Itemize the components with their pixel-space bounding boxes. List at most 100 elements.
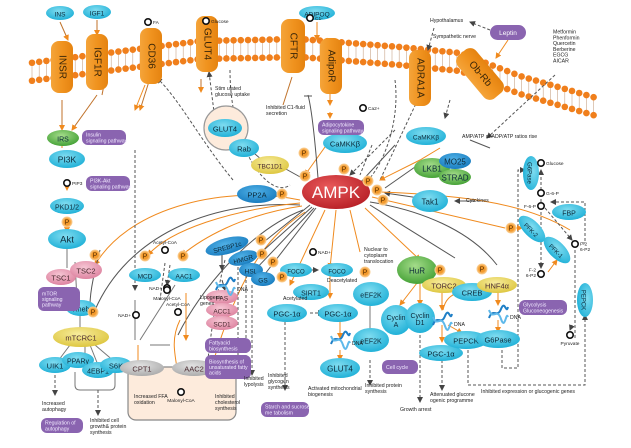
node-ins[interactable]: INS bbox=[46, 6, 74, 20]
node-akt[interactable]: Akt bbox=[48, 229, 86, 249]
node-acc1[interactable]: ACC1 bbox=[206, 303, 238, 317]
node-shape bbox=[477, 277, 517, 293]
node-foxo_2[interactable]: FOCO bbox=[321, 263, 353, 277]
node-camkkb_1[interactable]: CaMKKβ bbox=[323, 133, 367, 153]
node-gs[interactable]: GS bbox=[251, 272, 275, 286]
node-eef2k_1[interactable]: eEF2K bbox=[353, 282, 389, 306]
node-mo25[interactable]: MO25 bbox=[439, 153, 471, 169]
lipid-head bbox=[590, 111, 597, 119]
lipid-head bbox=[259, 36, 266, 44]
node-shape bbox=[53, 327, 109, 347]
node-shape bbox=[168, 268, 200, 282]
node-fbp[interactable]: FBP bbox=[552, 204, 586, 220]
ligand-leptin[interactable]: Leptin bbox=[490, 25, 526, 40]
node-ampk[interactable]: AMPK bbox=[302, 175, 370, 209]
node-glut4_b[interactable]: GLUT4 bbox=[320, 358, 360, 378]
node-pp2a[interactable]: PP2A bbox=[237, 185, 277, 203]
node-tsc1[interactable]: TSC1 bbox=[46, 269, 76, 285]
node-g6pase_2[interactable]: G6Pase bbox=[523, 156, 539, 190]
receptor-glut4[interactable]: GLUT4 bbox=[196, 16, 218, 72]
ampk-label: AMPK bbox=[312, 183, 361, 202]
molecule-nad_3: NAD+ bbox=[308, 248, 331, 257]
node-strad[interactable]: STRAD bbox=[439, 169, 471, 185]
receptor-adipor[interactable]: AdipoR bbox=[320, 38, 342, 94]
label-text: AAC2 bbox=[184, 365, 204, 374]
node-tsc2[interactable]: TSC2 bbox=[70, 261, 102, 279]
phospho-label: P bbox=[438, 268, 443, 275]
node-pgc1a_1[interactable]: PGC-1α bbox=[267, 304, 307, 322]
node-cpt1[interactable]: CPT1 bbox=[120, 360, 164, 376]
receptor-label: INSR bbox=[57, 55, 68, 79]
label-text: PEPCK bbox=[580, 290, 586, 310]
node-shape bbox=[321, 263, 353, 277]
lipid-head bbox=[43, 75, 50, 83]
node-shape bbox=[120, 360, 164, 376]
node-pepck_1[interactable]: PEPCK bbox=[444, 331, 488, 349]
node-srebp1c[interactable]: SREBP1c bbox=[204, 233, 251, 260]
node-tak1[interactable]: Tak1 bbox=[412, 190, 448, 212]
receptor-igf1r[interactable]: IGF1R bbox=[86, 34, 108, 90]
node-mtorc1[interactable]: mTCRC1 bbox=[53, 327, 109, 347]
receptor-adra1a[interactable]: ADRA1A bbox=[409, 50, 431, 106]
phospho-label: P bbox=[366, 179, 371, 186]
node-shape bbox=[49, 150, 85, 168]
node-sirt1[interactable]: SIRT1 bbox=[293, 284, 329, 300]
node-pgc1a_2[interactable]: PGC-1α bbox=[318, 304, 358, 322]
label-text: MO25 bbox=[444, 158, 466, 167]
node-aac1[interactable]: AAC1 bbox=[168, 268, 200, 282]
receptor-body bbox=[456, 48, 504, 100]
lipid-head bbox=[345, 39, 353, 47]
node-mcd[interactable]: MCD bbox=[129, 268, 161, 282]
lipid-head bbox=[511, 88, 518, 96]
label-text: Leptin bbox=[499, 30, 517, 37]
node-rab[interactable]: Rab bbox=[229, 139, 259, 157]
node-glut4_vesicle[interactable]: GLUT4 bbox=[208, 119, 242, 137]
lipid-head bbox=[374, 59, 381, 67]
node-hnf4a[interactable]: HNF4α bbox=[477, 277, 517, 293]
pathway-link-cell-cycle[interactable]: Cell cycle bbox=[382, 360, 418, 374]
node-scd1[interactable]: SCD1 bbox=[206, 316, 238, 330]
receptor-cd36[interactable]: CD36 bbox=[140, 28, 162, 84]
label-text: CPT1 bbox=[132, 365, 151, 374]
node-irs[interactable]: IRS bbox=[47, 130, 79, 146]
label-text: eEF2K bbox=[360, 339, 382, 346]
node-hmgr[interactable]: HMGR bbox=[227, 247, 260, 268]
node-camkkb_2[interactable]: CaMKKβ bbox=[406, 127, 446, 145]
node-eef2k_2[interactable]: eEF2K bbox=[353, 328, 389, 352]
node-tbc1d1[interactable]: TBC1D1 bbox=[251, 156, 289, 174]
node-ppary[interactable]: PPARγ bbox=[62, 352, 94, 368]
node-pi3k[interactable]: PI3K bbox=[49, 150, 85, 168]
node-g6pase_1[interactable]: G6Pase bbox=[476, 330, 520, 348]
node-pepck_2[interactable]: PEPCK bbox=[577, 283, 593, 317]
receptor-insr[interactable]: INSR bbox=[51, 41, 73, 93]
node-pkd12[interactable]: PKD1/2 bbox=[50, 198, 84, 214]
node-hur[interactable]: HuR bbox=[397, 256, 437, 284]
node-igf1[interactable]: IGF1 bbox=[83, 5, 111, 19]
node-pgc1a_3[interactable]: PGC-1α bbox=[419, 345, 463, 361]
receptor-cftr[interactable]: CFTR bbox=[281, 19, 305, 73]
lipid-head bbox=[359, 40, 367, 48]
lipid-head bbox=[230, 37, 237, 44]
phosphorylation-marker: P bbox=[276, 271, 288, 283]
node-foxo_1[interactable]: FOCO bbox=[280, 263, 312, 277]
